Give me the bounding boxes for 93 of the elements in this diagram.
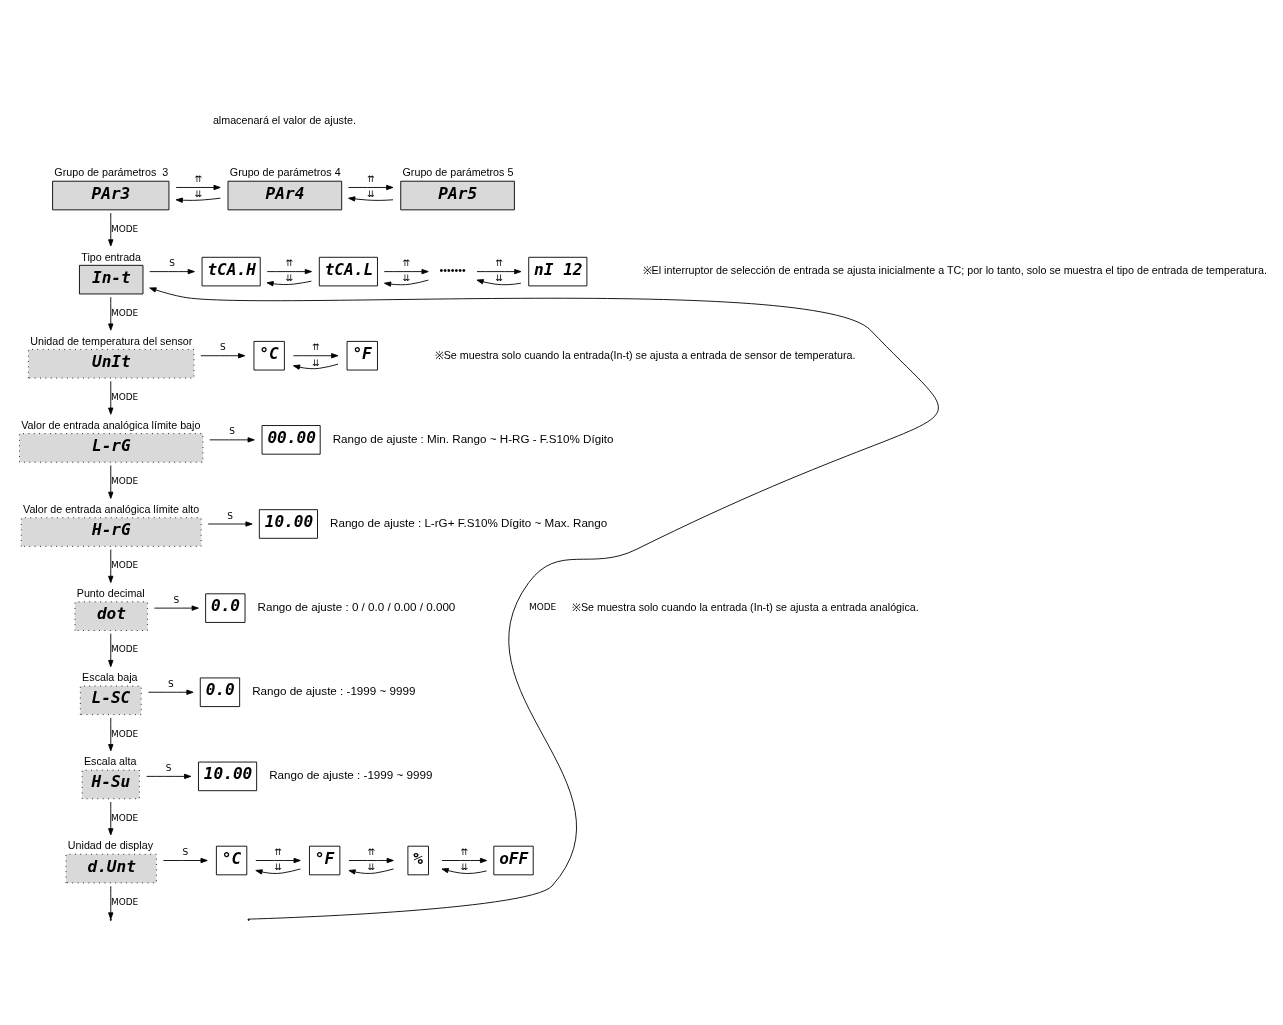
edge-label: ⇊ xyxy=(495,272,503,283)
arrow xyxy=(175,184,221,190)
edge-label: ⇈ xyxy=(311,341,320,352)
arrow xyxy=(476,268,522,274)
edge-label: MODE xyxy=(111,812,139,823)
edge-label: S xyxy=(167,678,174,689)
edge-label: MODE xyxy=(111,391,139,402)
arrow xyxy=(175,197,221,203)
node-label: Rango de ajuste : 0 / 0.0 / 0.00 / 0.000 xyxy=(257,599,456,613)
node-label: Rango de ajuste : L-rG+ F.S10% Dígito ~ Max. Rango xyxy=(330,515,608,529)
edge-label: ⇈ xyxy=(367,846,375,857)
arrow xyxy=(108,801,114,835)
edge-label: S xyxy=(182,846,189,857)
node-label: Escala alta xyxy=(83,754,137,767)
edge-label: ⇈ xyxy=(285,257,294,268)
arrow xyxy=(153,605,199,611)
arrow xyxy=(209,436,255,442)
edge-label: ⇊ xyxy=(285,272,294,283)
arrow xyxy=(384,279,429,287)
edge-label: ⇈ xyxy=(495,257,503,268)
node-label: Grupo de parámetros 3 xyxy=(54,165,169,178)
label: ※Se muestra solo cuando la entrada (In-t) se ajusta a entrada analógica. xyxy=(571,600,919,613)
label: ※Se muestra solo cuando la entrada(In-t) se ajusta a entrada de sensor de temperatura. xyxy=(434,348,856,361)
node-label: Grupo de parámetros 4 xyxy=(229,165,341,178)
label: almacenará el valor de ajuste. xyxy=(212,113,356,126)
edge-label: ⇊ xyxy=(460,861,469,872)
edge-label: ⇊ xyxy=(367,861,375,872)
edge-label: MODE xyxy=(111,223,139,234)
arrow xyxy=(108,464,114,499)
edge-label: MODE xyxy=(111,559,139,570)
arrow xyxy=(108,632,114,667)
arrow xyxy=(441,867,488,874)
edge-label: S xyxy=(165,762,172,773)
edge-label: ⇊ xyxy=(274,861,282,872)
edge-label: S xyxy=(229,425,235,436)
edge-label: ⇈ xyxy=(460,846,469,857)
node-label: Unidad de display xyxy=(67,838,154,851)
node-label: Tipo entrada xyxy=(81,250,142,262)
arrow xyxy=(149,268,195,274)
arrow xyxy=(108,885,114,920)
edge-label: ⇈ xyxy=(194,173,202,184)
arrow xyxy=(348,195,394,202)
node-label: Rango de ajuste : -1999 ~ 9999 xyxy=(252,683,416,697)
edge-label: MODE xyxy=(111,643,139,654)
arrow xyxy=(162,857,208,863)
edge-label: S xyxy=(227,510,233,521)
node-label: Escala baja xyxy=(82,670,138,683)
edge-label: MODE xyxy=(528,601,557,612)
edge-label: ⇈ xyxy=(367,173,375,184)
edge-label: S xyxy=(220,341,226,352)
edge-label: S xyxy=(169,257,175,268)
arrow xyxy=(348,857,394,863)
arrow xyxy=(207,520,253,527)
arrow xyxy=(149,286,939,920)
arrow xyxy=(200,352,246,358)
edge-label: MODE xyxy=(111,307,139,318)
arrow xyxy=(146,773,192,779)
node-label: Grupo de parámetros 5 xyxy=(402,165,514,178)
edge-label: MODE xyxy=(111,896,139,907)
arrow xyxy=(292,352,339,358)
edge-label: ⇈ xyxy=(274,846,282,857)
arrow xyxy=(108,548,114,583)
arrow xyxy=(255,868,301,875)
arrow xyxy=(108,716,114,751)
arrow xyxy=(348,868,394,875)
arrow xyxy=(147,689,194,695)
arrow xyxy=(266,268,312,274)
arrow xyxy=(108,212,114,246)
edge-label: ⇊ xyxy=(311,357,320,368)
arrow xyxy=(441,857,488,863)
edge-label: ⇊ xyxy=(367,188,375,199)
label: ※El interruptor de selección de entrada se ajusta inicialmente a TC; por lo tanto, solo se muestra el tipo de entrada de temperatura. xyxy=(642,263,1267,276)
edge-label: MODE xyxy=(111,475,139,486)
arrow xyxy=(255,857,301,863)
arrow xyxy=(266,280,312,286)
arrow xyxy=(108,380,114,415)
arrow xyxy=(292,363,339,370)
arrow xyxy=(348,184,394,190)
edge-label: ⇈ xyxy=(402,257,411,268)
node-text: ••••••• xyxy=(439,263,466,276)
node-label: Unidad de temperatura del sensor xyxy=(30,334,193,347)
arrow xyxy=(108,296,114,331)
edge-label: ⇊ xyxy=(194,188,202,199)
node-label: Punto decimal xyxy=(76,586,145,599)
arrow xyxy=(476,278,522,285)
node-label: Rango de ajuste : Min. Rango ~ H-RG - F.S10% Dígito xyxy=(332,431,614,445)
node-label: Valor de entrada analógica límite alto xyxy=(23,502,200,515)
node-label: Rango de ajuste : -1999 ~ 9999 xyxy=(269,767,433,781)
edge-label: S xyxy=(173,594,180,605)
edge-label: MODE xyxy=(111,728,139,739)
node-label: Valor de entrada analógica límite bajo xyxy=(21,418,201,431)
edge-label: ⇊ xyxy=(402,272,411,283)
arrow xyxy=(383,268,429,274)
